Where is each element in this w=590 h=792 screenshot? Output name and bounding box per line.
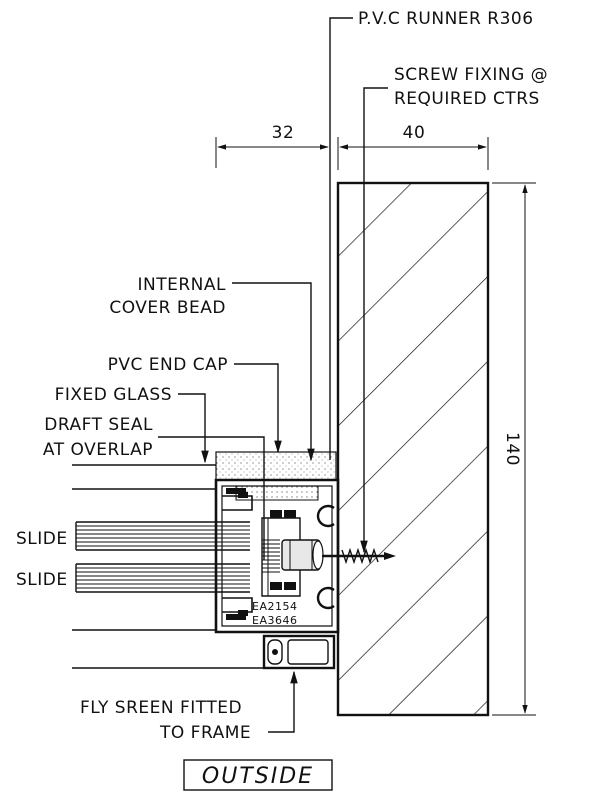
dimension-40: 40 [337,123,489,170]
fly-screen-label-1: FLY SREEN FITTED [80,698,242,718]
fixed-glass-label: FIXED GLASS [55,385,172,405]
fly-screen-frame [72,629,336,670]
internal-cover-bead-callout: INTERNAL COVER BEAD [109,275,315,462]
timber-post [336,181,490,717]
screw [322,547,396,565]
pile-seal [262,539,280,573]
screw-fixing-label-2: REQUIRED CTRS [394,89,540,109]
dimension-140: 140 [492,182,536,716]
dimension-40-label: 40 [403,123,426,143]
draft-seal-label-1: DRAFT SEAL [44,415,153,435]
outside-label-box: OUTSIDE [183,759,333,791]
internal-cover-label-1: INTERNAL [138,275,227,295]
dimension-140-label: 140 [502,432,522,466]
fly-screen-callout: FLY SREEN FITTED TO FRAME [80,670,298,743]
dimension-32-label: 32 [272,123,295,143]
slide-label-lower: SLIDE [16,570,68,590]
fixed-glass-callout: FIXED GLASS [55,385,209,464]
pvc-runner-leader: P.V.C RUNNER R306 [329,9,534,460]
pvc-end-cap-label: PVC END CAP [108,355,228,375]
screw-fixing-leader: SCREW FIXING @ REQUIRED CTRS [360,65,548,554]
slide-label-upper: SLIDE [16,529,68,549]
profile-code-ea3646: EA3646 [252,614,297,627]
screw-fixing-label-1: SCREW FIXING @ [394,65,548,85]
slide-sash-lower [75,563,250,593]
pvc-end-cap-callout: PVC END CAP [108,355,282,454]
aluminium-frame-profile [214,478,340,634]
fixed-glass-lines [72,464,216,490]
slide-sash-upper [75,521,250,551]
profile-code-ea2154: EA2154 [252,600,297,613]
draft-seal-label-2: AT OVERLAP [43,440,153,460]
draft-seal-callout: DRAFT SEAL AT OVERLAP [43,415,265,560]
internal-cover-label-2: COVER BEAD [109,298,226,318]
pvc-end-cap [215,451,337,501]
pvc-runner-label: P.V.C RUNNER R306 [358,9,534,29]
dimension-32: 32 [215,123,331,168]
outside-label: OUTSIDE [202,764,314,789]
fly-screen-label-2: TO FRAME [159,723,251,743]
